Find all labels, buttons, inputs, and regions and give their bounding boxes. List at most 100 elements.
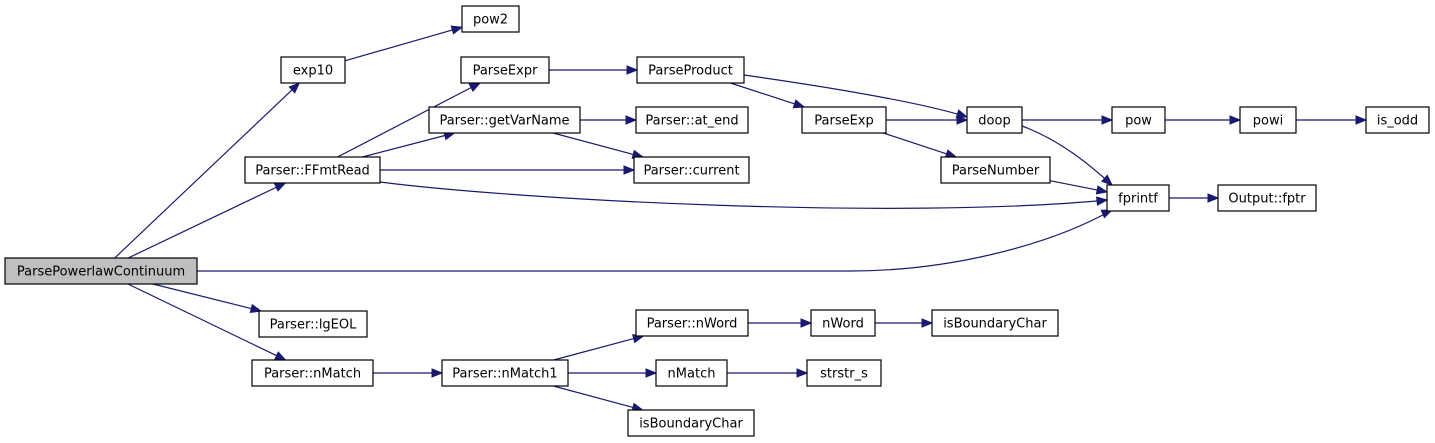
edge-fprintf-to-fptr — [1169, 193, 1220, 203]
edge-ParseExp-to-ParseNumber — [883, 132, 958, 159]
node-label: doop — [978, 114, 1010, 129]
node-label: Parser::getVarName — [439, 114, 569, 129]
arrowhead — [1101, 115, 1114, 125]
edge-nMatch-to-strstr_s — [727, 368, 809, 378]
node-is_odd[interactable]: is_odd — [1365, 106, 1430, 134]
edge-ParseExpr-to-ParseProduct — [549, 65, 639, 75]
node-parsenumber[interactable]: ParseNumber — [940, 156, 1051, 184]
edge-pow-to-powi — [1165, 115, 1242, 125]
node-pow[interactable]: pow — [1111, 106, 1166, 134]
edge-getVarName-to-at_end — [580, 115, 638, 125]
arrowhead — [431, 368, 444, 378]
node-box — [806, 359, 882, 387]
edge-line — [337, 86, 473, 158]
node-box — [280, 56, 346, 84]
node-box — [428, 106, 581, 134]
arrowhead — [921, 318, 934, 328]
node-label: nWord — [822, 317, 864, 332]
edge-ParsePowerlawContinuum-to-fprintf — [196, 209, 1114, 272]
arrowhead — [623, 165, 636, 175]
node-isboundarychar2[interactable]: isBoundaryChar — [627, 409, 755, 437]
node-nword[interactable]: nWord — [810, 309, 876, 337]
node-box — [441, 359, 569, 387]
node-isboundarychar1[interactable]: isBoundaryChar — [931, 309, 1059, 337]
node-parseexpr[interactable]: ParseExpr — [460, 56, 550, 84]
edge-line — [553, 337, 635, 361]
edge-FFmtRead-to-fprintf — [379, 181, 1109, 209]
node-powi[interactable]: powi — [1239, 106, 1297, 134]
node-label: Parser::current — [643, 164, 739, 179]
arrowhead — [626, 65, 639, 75]
node-box — [1111, 106, 1166, 134]
node-label: ParseExpr — [473, 64, 538, 79]
node-label: ParseNumber — [952, 164, 1040, 179]
arrowhead — [450, 25, 464, 35]
node-ffmtread[interactable]: Parser::FFmtRead — [244, 156, 381, 184]
node-nmatch[interactable]: nMatch — [655, 359, 728, 387]
nodes-layer: ParsePowerlawContinuum exp10 pow2Parser::F… — [4, 5, 1430, 437]
node-box — [810, 309, 876, 337]
edge-doop-to-fprintf — [1021, 125, 1113, 186]
node-at_end[interactable]: Parser::at_end — [635, 106, 749, 134]
node-nmatchp[interactable]: Parser::nMatch — [251, 359, 374, 387]
node-label: ParseProduct — [648, 64, 733, 79]
node-label: Parser::nMatch1 — [452, 367, 557, 382]
node-fprintf[interactable]: fprintf — [1106, 184, 1170, 212]
node-pow2[interactable]: pow2 — [461, 5, 520, 33]
node-nwordp[interactable]: Parser::nWord — [635, 309, 749, 337]
node-doop[interactable]: doop — [966, 106, 1023, 134]
edge-line — [362, 134, 447, 158]
node-exp10[interactable]: exp10 — [280, 56, 346, 84]
node-label: Parser::nWord — [647, 317, 738, 332]
arrowhead — [625, 115, 638, 125]
arrowhead — [796, 368, 809, 378]
node-box — [635, 106, 749, 134]
node-box — [244, 156, 381, 184]
arrowhead — [800, 318, 813, 328]
node-label: ParseExp — [814, 114, 874, 129]
edges-layer — [114, 25, 1368, 412]
node-label: strstr_s — [820, 367, 868, 382]
edge-FFmtRead-to-current — [380, 165, 636, 175]
node-lgeol[interactable]: Parser::lgEOL — [258, 310, 368, 338]
node-label: isBoundaryChar — [639, 417, 743, 432]
edge-line — [743, 74, 968, 118]
node-box — [460, 56, 550, 84]
node-box — [636, 56, 745, 84]
node-parseexp[interactable]: ParseExp — [801, 106, 887, 134]
arrowhead — [468, 82, 482, 93]
arrowhead — [956, 115, 969, 125]
node-current[interactable]: Parser::current — [633, 156, 750, 184]
node-parseproduct[interactable]: ParseProduct — [636, 56, 745, 84]
edge-line — [730, 82, 796, 105]
node-box — [931, 309, 1059, 337]
node-box — [627, 409, 755, 437]
node-box — [940, 156, 1051, 184]
node-box — [1217, 184, 1317, 212]
node-strstr_s[interactable]: strstr_s — [806, 359, 882, 387]
node-label: Parser::FFmtRead — [255, 164, 370, 179]
node-label: powi — [1253, 114, 1283, 129]
edge-line — [883, 132, 948, 155]
node-parsepowerlawcontinuum[interactable]: ParsePowerlawContinuum — [4, 257, 198, 285]
node-box — [251, 359, 374, 387]
arrowhead — [288, 82, 301, 94]
node-box — [1365, 106, 1430, 134]
edge-ParsePowerlawContinuum-to-lgEOL — [152, 283, 263, 314]
arrowhead — [1096, 196, 1109, 206]
edge-line — [1049, 180, 1099, 191]
edge-nWord-to-isBoundaryChar1 — [875, 318, 934, 328]
node-fptr[interactable]: Output::fptr — [1217, 184, 1317, 212]
node-box — [4, 257, 198, 285]
edge-nMatchP-to-nMatch1 — [373, 368, 444, 378]
node-getvarname[interactable]: Parser::getVarName — [428, 106, 581, 134]
edge-ParseProduct-to-ParseExp — [730, 82, 806, 109]
edge-line — [114, 88, 294, 259]
edge-doop-to-pow — [1022, 115, 1114, 125]
edge-nMatch1-to-isBoundaryChar2 — [553, 385, 644, 412]
edge-line — [344, 29, 454, 62]
node-label: ParsePowerlawContinuum — [17, 265, 185, 280]
arrowhead — [273, 182, 287, 192]
node-nmatch1[interactable]: Parser::nMatch1 — [441, 359, 569, 387]
